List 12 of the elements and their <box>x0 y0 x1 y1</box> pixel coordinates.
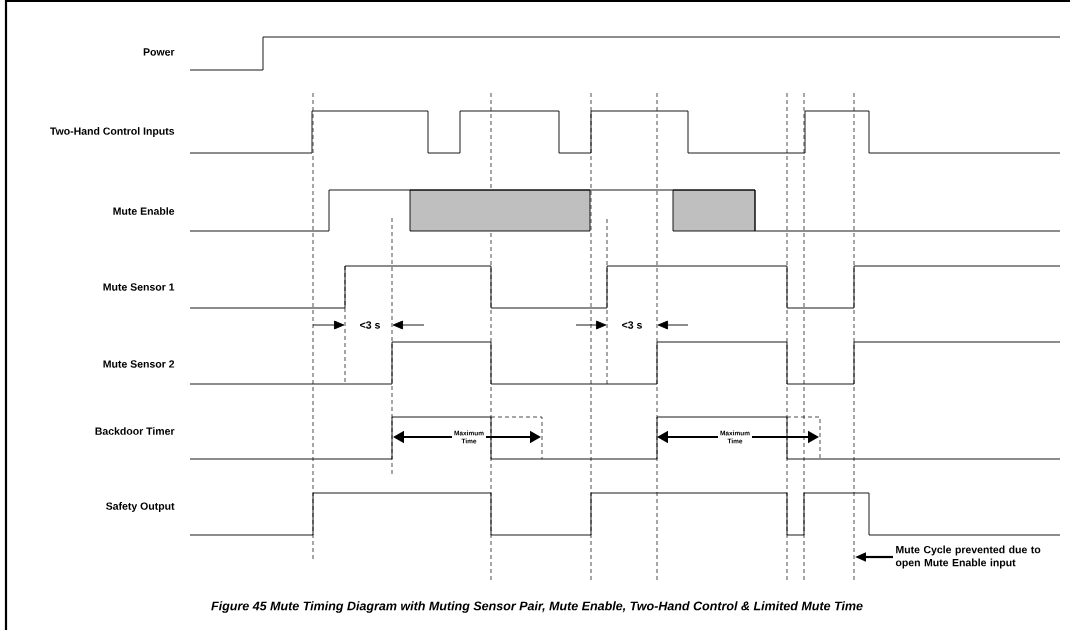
signal-label: Safety Output <box>106 502 175 512</box>
signal-label: Two-Hand Control Inputs <box>50 127 175 137</box>
signal-label: Mute Enable <box>113 207 175 215</box>
signal-label: Power <box>143 48 175 56</box>
signal-label: Mute Sensor 2 <box>103 360 175 368</box>
timing-marker-line <box>853 92 855 581</box>
note-text: Mute Cycle prevented due to open Mute Enable input <box>895 545 1041 569</box>
signal-label: Backdoor Timer <box>95 427 175 435</box>
dimension-label: <3 s <box>360 321 380 329</box>
dimension-label: <3 s <box>622 321 642 329</box>
signal-label: Mute Sensor 1 <box>103 283 175 291</box>
caption: Figure 45 Mute Timing Diagram with Muting Sensor Pair, Mute Enable, Two-Hand Control & Limited Mute Time <box>211 601 863 613</box>
